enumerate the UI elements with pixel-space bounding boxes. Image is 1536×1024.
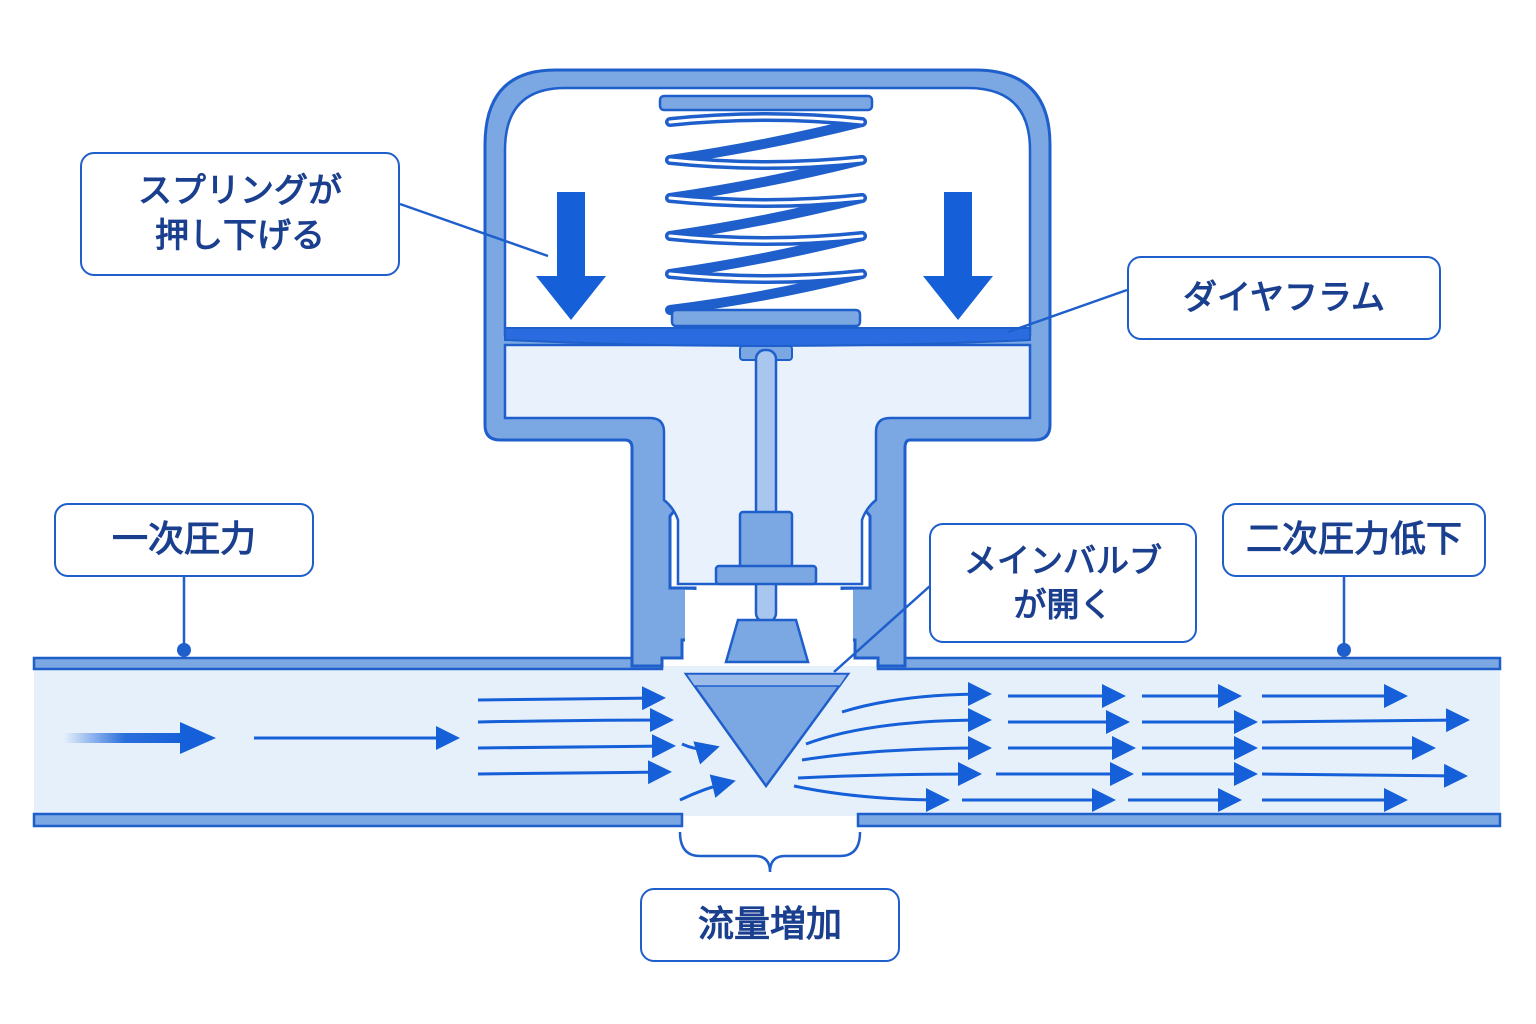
primary-leader-dot: [177, 643, 191, 657]
flow-arrow-down-5: [793, 784, 950, 812]
flow-arrow-upstream-4: [477, 734, 676, 759]
spring-coils-highlight: [668, 115, 864, 281]
flow-arrow-down-3: [801, 736, 992, 762]
diaphragm-label: ダイヤフラム: [1183, 277, 1385, 318]
spring-force-arrow-right-icon: [923, 192, 993, 320]
flow-arrows: [254, 682, 1470, 812]
mainvalve-leader-line: [833, 585, 931, 673]
flow-arrow-down-4: [797, 762, 982, 787]
flow-arrow-down-1: [841, 682, 992, 714]
spring-leader-line: [399, 202, 549, 258]
pipe-opening: [680, 816, 860, 826]
leader-dots: [177, 643, 1351, 657]
flow-arrow-out-6: [1261, 708, 1470, 733]
flow-brace: [678, 831, 862, 873]
spring-label-line2: 押し下げる: [155, 216, 325, 256]
diaphragm-label-box: ダイヤフラム: [1127, 256, 1441, 340]
pipe-top-wall-right: [876, 656, 1502, 671]
primary-pressure-label: 一次圧力: [111, 519, 256, 561]
leader-lines: [182, 202, 1346, 873]
flow-arrow-upstream-7: [679, 774, 736, 802]
flow-arrow-down-2: [805, 708, 992, 746]
diaphragm-leader-line: [1007, 288, 1128, 334]
diaphragm-plate: [504, 327, 1031, 347]
spring-bottom-plate: [670, 308, 862, 328]
secondary-pressure-label-box: 二次圧力低下: [1222, 503, 1486, 577]
pipe-bottom-wall-right: [856, 812, 1502, 828]
spring-label-line1: スプリングが: [138, 171, 342, 212]
valve-stem-assembly: [683, 345, 851, 789]
main-valve-disc-top: [684, 673, 850, 687]
flow-increase-label: 流量増加: [697, 904, 842, 946]
flow-arrow-upstream-5: [477, 760, 672, 785]
diaphragm: [504, 327, 1031, 347]
primary-pressure-label-box: 一次圧力: [54, 503, 314, 577]
spring-top-plate: [658, 94, 874, 112]
flow-arrow-upstream-3: [477, 708, 674, 733]
flow-arrow-out-12: [1261, 763, 1468, 788]
secondary-pressure-label: 二次圧力低下: [1245, 519, 1462, 561]
stem-collar: [714, 564, 818, 586]
main-valve-label-line2: が開く: [1013, 585, 1113, 624]
flow-arrow-upstream-2: [477, 686, 666, 711]
main-valve-label-box: メインバルブ が開く: [929, 523, 1197, 643]
flow-increase-label-box: 流量増加: [640, 888, 900, 962]
inlet-arrow-icon: [64, 722, 216, 754]
main-valve-plug: [724, 618, 810, 664]
flow-arrow-upstream-6: [681, 741, 720, 765]
pipe-top-wall-left: [32, 656, 664, 671]
stem-guide: [738, 510, 794, 574]
spring-force-arrows: [536, 192, 993, 320]
main-valve-label-line1: メインバルブ: [964, 541, 1162, 581]
spring-force-arrow-left-icon: [536, 192, 606, 320]
secondary-leader-dot: [1337, 643, 1351, 657]
pipe-bottom-wall-left: [32, 812, 684, 828]
spring: [658, 94, 874, 328]
spring-label-box: スプリングが 押し下げる: [80, 152, 400, 276]
